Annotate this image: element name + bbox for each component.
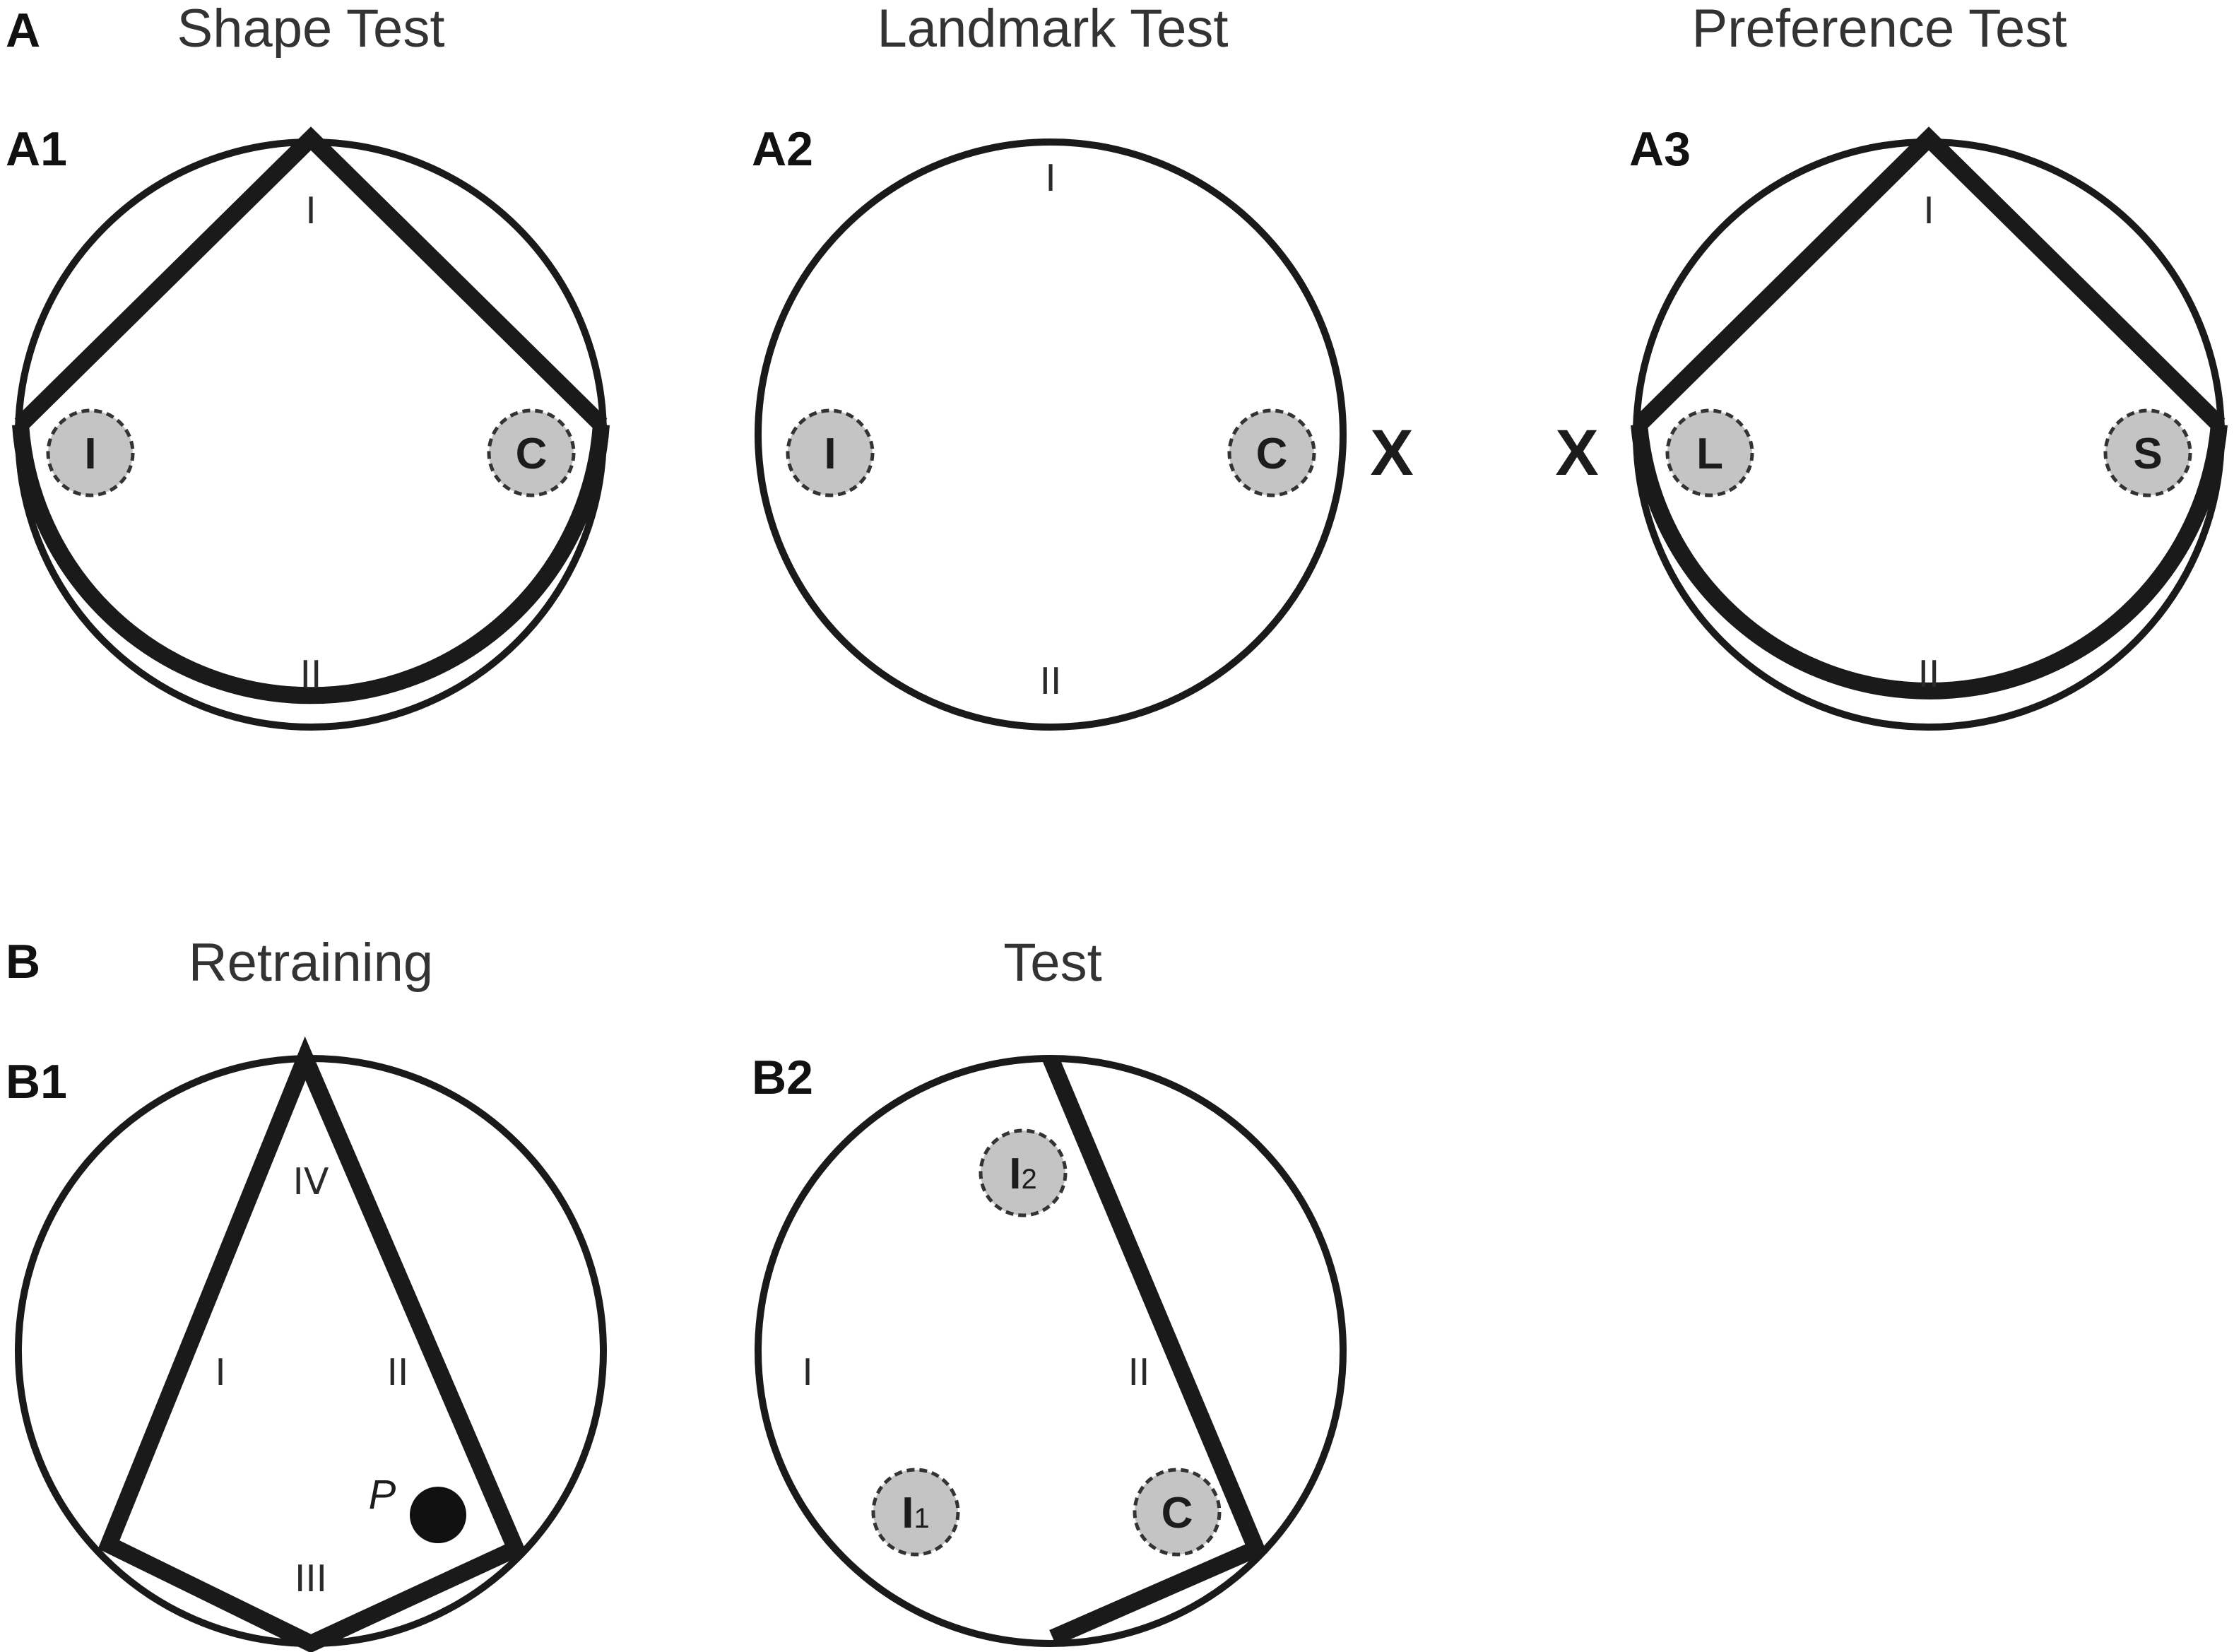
a3-landmark-x: X <box>1555 417 1598 489</box>
panel-a3-label: A3 <box>1629 122 1691 176</box>
a3-spot-right <box>2103 408 2192 497</box>
b2-spot-i1-label: I1 <box>902 1489 929 1538</box>
b1-platform-dot <box>410 1487 466 1543</box>
panel-b2-label: B2 <box>752 1051 813 1104</box>
b1-platform-label: P <box>369 1472 396 1518</box>
b1-zone-left: I <box>215 1352 225 1394</box>
a1-spot-right-label: C <box>516 430 548 478</box>
b2-spot-i2-label: I2 <box>1009 1150 1036 1198</box>
arena-a3: A3 I II L S X <box>1555 122 2228 731</box>
arena-b2-walls <box>1042 1055 1267 1646</box>
panel-a1-label: A1 <box>6 122 67 176</box>
preference-test-title: Preference Test <box>1692 0 2067 59</box>
a3-spot-right-label: S <box>2133 430 2162 478</box>
arena-a1-lower-arc <box>12 424 610 704</box>
arena-b1: B1 IV I II III P <box>6 1036 607 1652</box>
b1-zone-bottom: III <box>295 1558 327 1600</box>
a1-zone-bottom: II <box>300 654 322 696</box>
a1-zone-top: I <box>305 190 316 232</box>
a1-spot-left-label: I <box>84 430 96 478</box>
a2-landmark-x: X <box>1370 417 1413 489</box>
b1-zone-top: IV <box>293 1161 329 1203</box>
arena-a2-pool <box>755 138 1347 731</box>
a3-spot-left-label: L <box>1696 430 1723 478</box>
b2-zone-right: II <box>1128 1352 1150 1394</box>
shape-test-title: Shape Test <box>177 0 445 59</box>
a2-spot-right <box>1227 408 1316 497</box>
b2-spot-c-label: C <box>1162 1489 1193 1538</box>
a2-zone-top: I <box>1045 158 1056 200</box>
arena-a1: A1 I II I C <box>6 122 610 731</box>
arena-a2: A2 I II I C X <box>752 122 1414 731</box>
arena-b2: B2 I II I2 I1 C <box>752 1051 1347 1647</box>
b2-spot-i1 <box>871 1468 960 1557</box>
panel-b1-label: B1 <box>6 1055 67 1109</box>
retraining-title: Retraining <box>189 933 433 993</box>
arena-a1-walls <box>14 126 608 431</box>
arena-b1-walls <box>97 1036 527 1652</box>
panel-a2-label: A2 <box>752 122 813 176</box>
landmark-test-title: Landmark Test <box>877 0 1228 59</box>
test-title: Test <box>1003 933 1101 993</box>
panel-a-letter: A <box>6 4 40 57</box>
a2-spot-right-label: C <box>1256 430 1288 478</box>
a3-zone-bottom: II <box>1918 654 1940 696</box>
b2-zone-left: I <box>802 1352 812 1394</box>
a1-spot-right <box>487 408 576 497</box>
a1-spot-left <box>46 408 135 497</box>
b2-spot-c <box>1133 1468 1222 1557</box>
arena-a3-lower-arc <box>1631 423 2228 700</box>
a3-zone-top: I <box>1923 190 1934 232</box>
arena-a3-walls <box>1633 126 2226 431</box>
b2-spot-i2 <box>979 1128 1068 1217</box>
a3-spot-left <box>1665 408 1754 497</box>
a2-spot-left-label: I <box>824 430 836 478</box>
a2-spot-left <box>786 408 875 497</box>
b1-zone-right: II <box>387 1352 409 1394</box>
panel-b-letter: B <box>6 935 40 989</box>
a2-zone-bottom: II <box>1040 661 1062 703</box>
